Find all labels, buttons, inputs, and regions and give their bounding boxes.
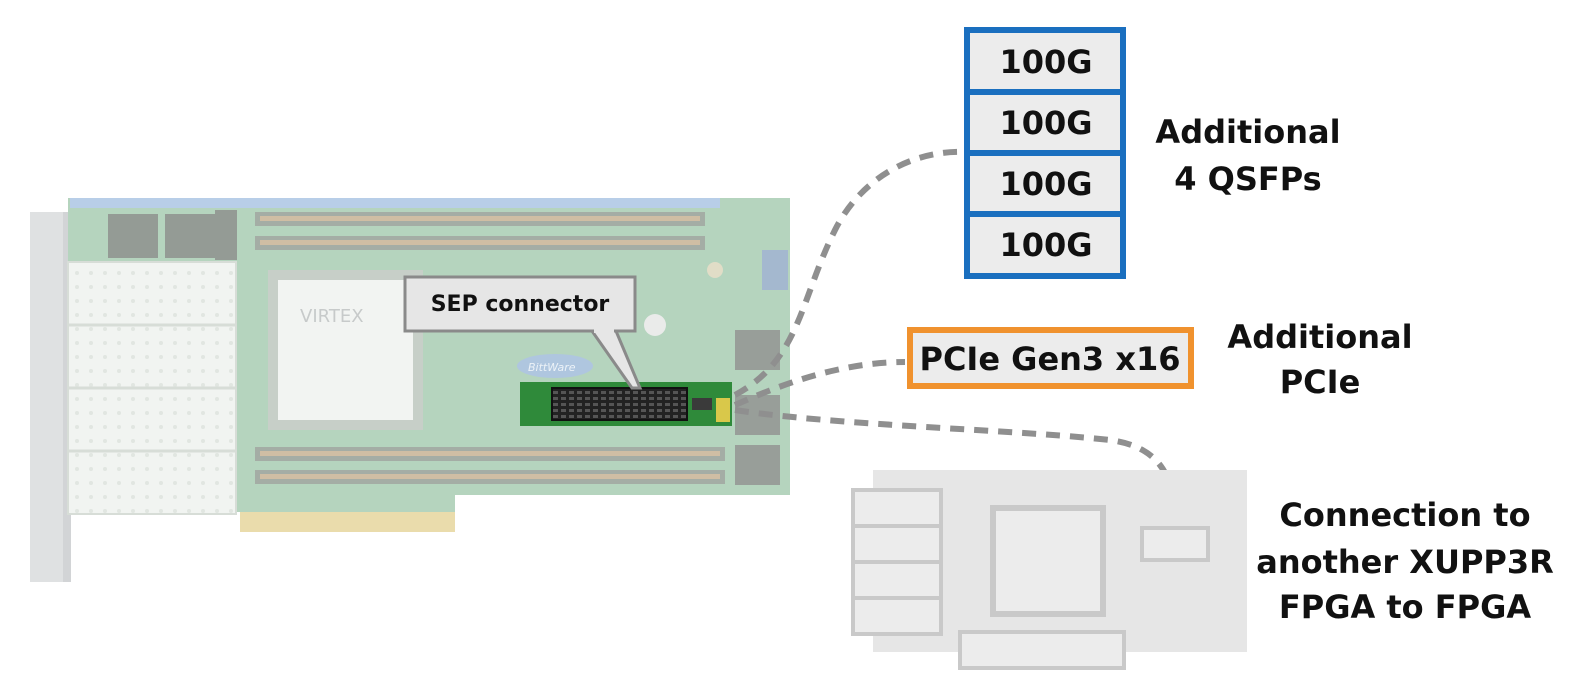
sep-label: SEP connector: [431, 292, 610, 317]
fpga-chip: [278, 280, 413, 420]
qsfp-stack: 100G 100G 100G 100G: [964, 27, 1126, 279]
connection-lines: [733, 148, 1178, 529]
pcie-box: PCIe Gen3 x16: [907, 327, 1194, 389]
second-board-sep: [1140, 526, 1210, 562]
qsfp-port-3: 100G: [999, 165, 1092, 203]
pcie-link-line: [733, 359, 906, 408]
sep-callout: SEP connector: [403, 275, 643, 390]
link-caption-line3: FPGA to FPGA: [1279, 588, 1531, 626]
qsfp-link-line: [733, 148, 966, 398]
second-board-port: [851, 560, 943, 600]
qsfp-port-4: 100G: [999, 226, 1092, 264]
qsfp-port-1: 100G: [999, 43, 1092, 81]
edge-fingers: [240, 512, 455, 532]
second-board: [851, 470, 1247, 670]
chip-marking: VIRTEX: [300, 306, 364, 327]
qsfp-caption-line2: 4 QSFPs: [1174, 160, 1321, 198]
second-board-port: [851, 596, 943, 636]
second-board-fpga: [990, 505, 1106, 617]
logo-mark: [517, 354, 593, 378]
qsfp-caption-line1: Additional: [1155, 113, 1340, 151]
logo-text: BittWare: [528, 361, 576, 374]
pcie-label: PCIe Gen3 x16: [919, 340, 1180, 378]
sep-connector: [520, 382, 732, 426]
second-board-port: [851, 524, 943, 564]
second-board-port: [851, 488, 943, 528]
pcie-caption-line2: PCIe: [1280, 363, 1361, 401]
link-caption-line2: another XUPP3R: [1256, 543, 1554, 581]
pcie-caption-line1: Additional: [1227, 318, 1412, 356]
second-board-edge: [958, 630, 1126, 670]
link-caption-line1: Connection to: [1279, 496, 1530, 534]
qsfp-port-2: 100G: [999, 104, 1092, 142]
